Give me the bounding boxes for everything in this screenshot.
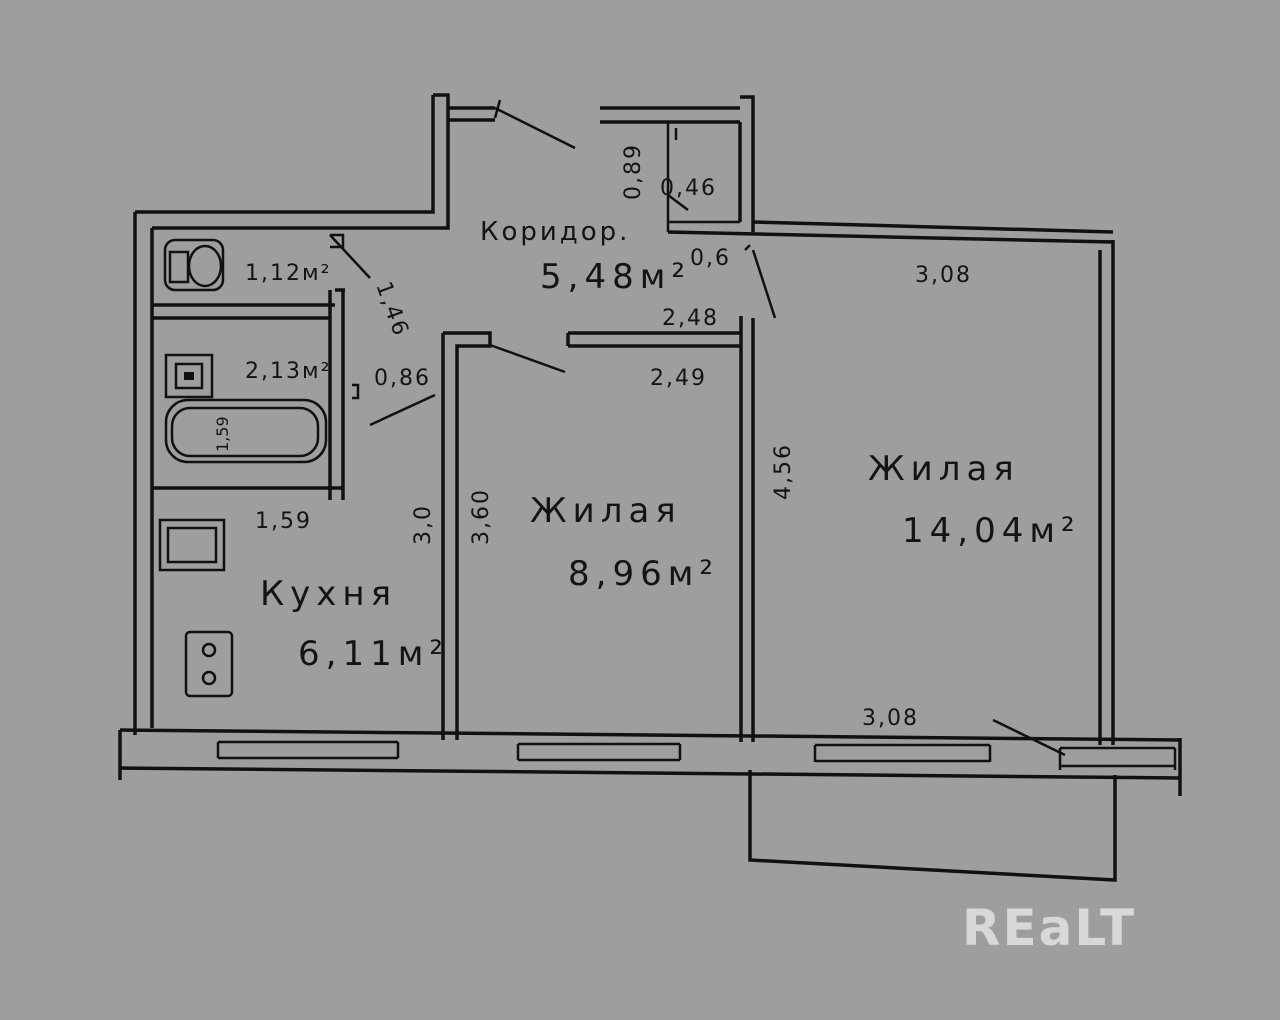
realt-watermark: REaLT	[962, 899, 1136, 957]
dim-corridor-bottom: 2,49	[650, 366, 707, 391]
living-large-area: 14,04м²	[902, 511, 1081, 551]
dim-small-height: 3,60	[469, 488, 494, 545]
doors	[329, 99, 1066, 757]
sink-icon	[164, 353, 214, 399]
wc-area: 1,12м²	[245, 261, 331, 286]
stove-icon	[184, 630, 234, 698]
dim-kitchen-height: 3,0	[411, 504, 436, 545]
dim-closet-width: 0,46	[660, 176, 717, 201]
dim-large-height: 4,56	[771, 443, 796, 500]
kitchen-sink-icon	[158, 518, 226, 572]
dim-kitchen-width: 1,59	[255, 509, 312, 534]
walls	[118, 93, 1182, 882]
dim-large-top: 3,08	[915, 263, 972, 288]
kitchen-area: 6,11м²	[298, 634, 449, 674]
toilet-icon	[163, 238, 225, 292]
dim-large-bottom: 3,08	[862, 706, 919, 731]
corridor-area: 5,48м²	[540, 257, 691, 297]
dim-corridor-bottom-top: 2,48	[662, 306, 719, 331]
dim-door-gap: 0,86	[374, 366, 431, 391]
dim-tub: 1,59	[213, 416, 232, 452]
corridor-name: Коридор.	[480, 217, 630, 247]
dim-corridor-gap: 0,6	[690, 246, 731, 271]
bathtub-icon	[164, 398, 328, 464]
kitchen-name: Кухня	[260, 574, 397, 614]
bathroom-area: 2,13м²	[245, 359, 331, 384]
living-large-name: Жилая	[868, 449, 1020, 489]
living-small-area: 8,96м²	[568, 554, 719, 594]
living-small-name: Жилая	[530, 491, 682, 531]
dim-closet-height: 0,89	[621, 143, 646, 200]
